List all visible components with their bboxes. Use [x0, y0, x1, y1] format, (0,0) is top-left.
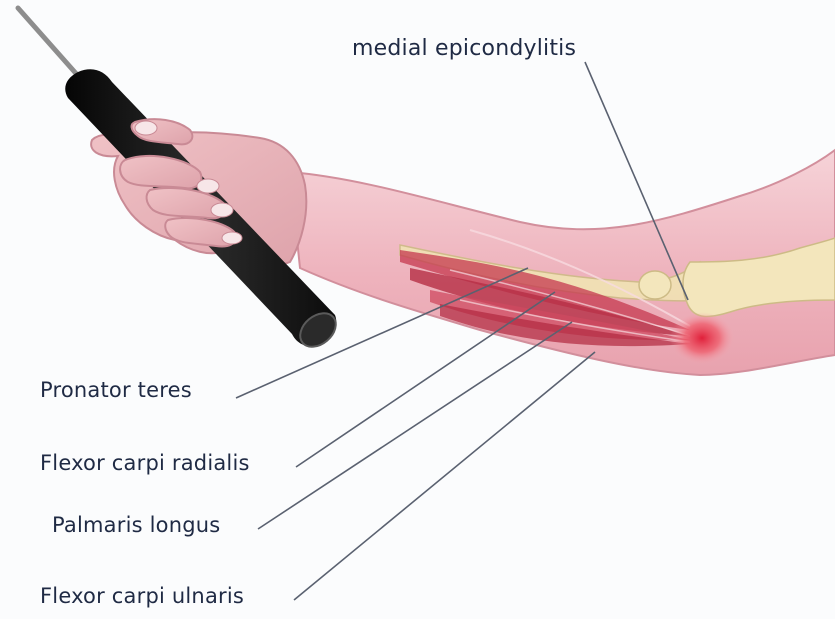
- radial-head: [639, 271, 671, 299]
- inflammation-spot: [670, 312, 734, 364]
- label-flexor-carpi-radialis: Flexor carpi radialis: [40, 453, 250, 474]
- label-pronator-teres: Pronator teres: [40, 380, 192, 401]
- label-medial-epicondylitis: medial epicondylitis: [352, 38, 576, 60]
- label-flexor-carpi-ulnaris: Flexor carpi ulnaris: [40, 586, 244, 607]
- label-palmaris-longus: Palmaris longus: [52, 515, 220, 536]
